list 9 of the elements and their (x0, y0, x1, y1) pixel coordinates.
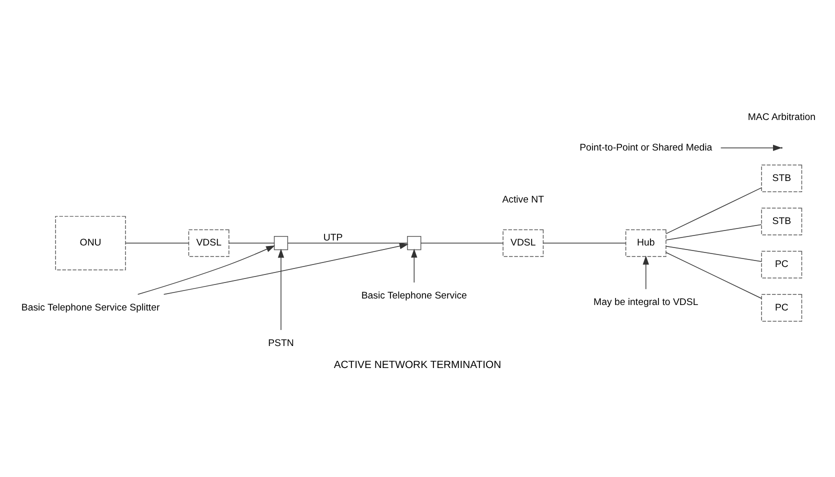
node-text: Basic Telephone Service (361, 290, 467, 301)
caption: ACTIVE NETWORK TERMINATION (334, 360, 502, 371)
label: Active NT (502, 194, 544, 205)
node-text: May be integral to VDSL (594, 296, 698, 308)
node-text: Basic Telephone Service Splitter (21, 302, 160, 313)
node-text: Point-to-Point or Shared Media (580, 142, 712, 153)
label: MAC Arbitration (748, 111, 816, 122)
edge-label: UTP (323, 232, 343, 243)
node-text: PSTN (268, 338, 294, 349)
